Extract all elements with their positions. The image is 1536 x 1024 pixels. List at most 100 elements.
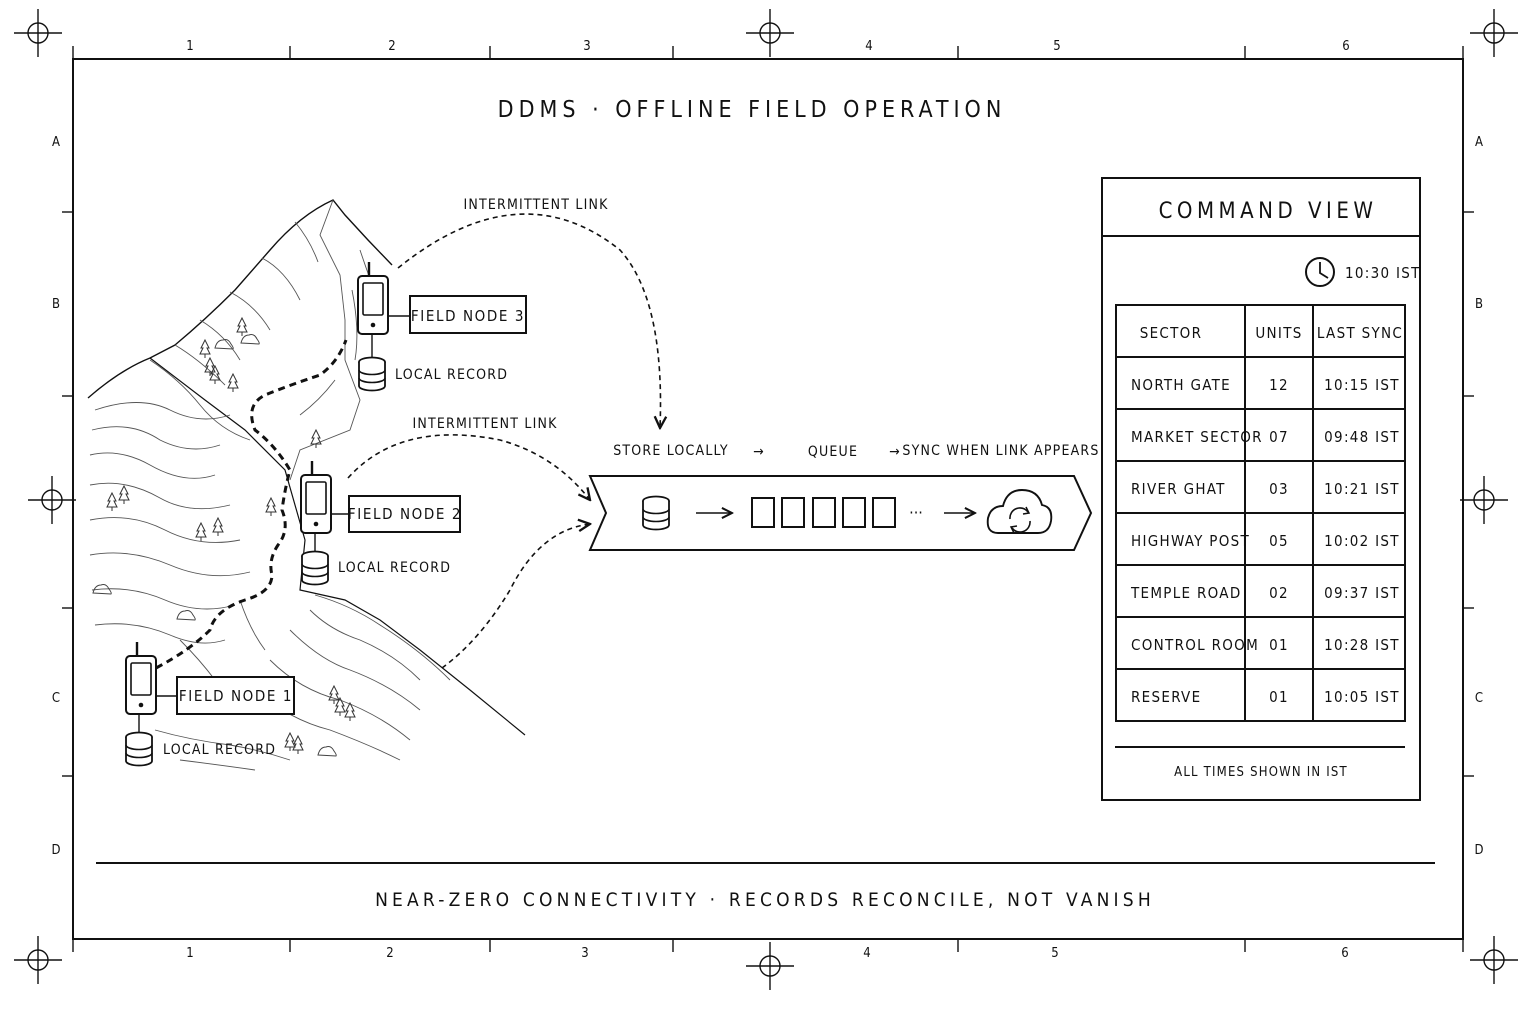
field-node-1: FIELD NODE 1 LOCAL RECORD bbox=[124, 640, 295, 767]
tree-icon bbox=[236, 317, 248, 337]
trail-path bbox=[155, 339, 348, 670]
field-node-2: FIELD NODE 2 LOCAL RECORD bbox=[299, 459, 461, 586]
grid-row-left-a: A bbox=[52, 135, 60, 150]
database-icon bbox=[358, 356, 386, 392]
intermittent-link-arrow-bottom bbox=[441, 524, 590, 669]
field-node-3-record: LOCAL RECORD bbox=[395, 367, 508, 383]
grid-row-right-c: C bbox=[1475, 691, 1483, 706]
command-view-note: ALL TIMES SHOWN IN IST bbox=[1174, 765, 1348, 780]
intermittent-link-label-top: INTERMITTENT LINK bbox=[463, 197, 608, 213]
step-arrow: → bbox=[889, 444, 901, 460]
queue-slot bbox=[812, 497, 836, 528]
cell-sector: TEMPLE ROAD bbox=[1130, 584, 1242, 602]
cell-last-sync: 10:02 IST bbox=[1324, 532, 1400, 550]
grid-col-bottom-3: 3 bbox=[581, 946, 588, 961]
phone-icon bbox=[299, 459, 333, 535]
tree-icon bbox=[265, 497, 277, 517]
field-node-2-record: LOCAL RECORD bbox=[338, 560, 451, 576]
queue-slot bbox=[872, 497, 896, 528]
grid-row-labels: A B C D A B C D bbox=[51, 135, 1483, 858]
registration-mark-icon bbox=[745, 941, 795, 991]
queue-slot bbox=[751, 497, 775, 528]
rock-icon bbox=[240, 334, 260, 345]
field-node-1-record: LOCAL RECORD bbox=[163, 742, 276, 758]
top-ticks bbox=[62, 46, 1474, 952]
registration-mark-icon bbox=[13, 935, 63, 985]
step-queue: QUEUE bbox=[808, 444, 858, 460]
tree-icon bbox=[204, 357, 216, 377]
cell-units: 12 bbox=[1269, 376, 1289, 394]
cell-last-sync: 10:05 IST bbox=[1324, 688, 1400, 706]
grid-row-left-c: C bbox=[52, 691, 60, 706]
rock-icon bbox=[214, 339, 234, 350]
queue-ellipsis: ··· bbox=[909, 503, 923, 522]
tree-icon bbox=[334, 697, 346, 717]
tree-icon bbox=[227, 373, 239, 393]
command-view-frame bbox=[1101, 177, 1421, 801]
cloud-sync-icon bbox=[986, 489, 1053, 534]
diagram-title: DDMS · OFFLINE FIELD OPERATION bbox=[498, 97, 1007, 123]
cell-units: 01 bbox=[1269, 636, 1289, 654]
table-row: RIVER GHAT 03 10:21 IST bbox=[1131, 480, 1399, 498]
queue-slot bbox=[842, 497, 866, 528]
rock-icon bbox=[317, 746, 337, 757]
grid-row-right-a: A bbox=[1475, 135, 1483, 150]
grid-row-left-b: B bbox=[52, 297, 60, 312]
tree-icon bbox=[199, 339, 211, 359]
tree-icon bbox=[328, 685, 340, 705]
database-icon bbox=[301, 550, 329, 586]
cell-units: 02 bbox=[1269, 584, 1289, 602]
tree-icon bbox=[195, 522, 207, 542]
cell-units: 05 bbox=[1269, 532, 1289, 550]
intermittent-link-label-middle: INTERMITTENT LINK bbox=[412, 416, 557, 432]
registration-mark-icon bbox=[27, 475, 77, 525]
cell-sector: RESERVE bbox=[1131, 688, 1201, 706]
intermittent-link-arrow-top bbox=[397, 213, 661, 428]
grid-row-left-d: D bbox=[51, 843, 60, 858]
table-row: TEMPLE ROAD 02 09:37 IST bbox=[1130, 584, 1399, 602]
command-view-time: 10:30 IST bbox=[1345, 264, 1421, 282]
sync-pipeline: STORE LOCALLY → QUEUE → SYNC WHEN LINK A… bbox=[588, 443, 1099, 551]
table-row: MARKET SECTOR 07 09:48 IST bbox=[1131, 428, 1399, 446]
cell-sector: MARKET SECTOR bbox=[1131, 428, 1263, 446]
database-icon bbox=[125, 731, 153, 767]
table-row: HIGHWAY POST 05 10:02 IST bbox=[1131, 532, 1400, 550]
tree-icon bbox=[212, 517, 224, 537]
grid-row-right-b: B bbox=[1475, 297, 1483, 312]
grid-col-top-6: 6 bbox=[1342, 39, 1349, 54]
grid-col-top-2: 2 bbox=[388, 39, 395, 54]
cell-sector: CONTROL ROOM bbox=[1131, 636, 1259, 654]
grid-col-bottom-4: 4 bbox=[863, 946, 870, 961]
field-node-3: FIELD NODE 3 LOCAL RECORD bbox=[356, 260, 527, 392]
grid-col-bottom-2: 2 bbox=[386, 946, 393, 961]
grid-col-top-3: 3 bbox=[583, 39, 590, 54]
table-row: CONTROL ROOM 01 10:28 IST bbox=[1131, 636, 1400, 654]
command-view-panel: COMMAND VIEW 10:30 IST SECTOR UNITS LAST… bbox=[1101, 177, 1421, 801]
cell-last-sync: 10:28 IST bbox=[1324, 636, 1400, 654]
grid-col-top-5: 5 bbox=[1053, 39, 1060, 54]
cell-sector: RIVER GHAT bbox=[1131, 480, 1226, 498]
step-store-locally: STORE LOCALLY bbox=[613, 443, 729, 459]
intermittent-link-arrow-middle bbox=[347, 434, 590, 500]
clock-icon bbox=[1305, 257, 1335, 287]
rock-icon bbox=[176, 610, 196, 621]
cell-units: 07 bbox=[1269, 428, 1289, 446]
step-arrow: → bbox=[753, 444, 765, 460]
field-node-3-label: FIELD NODE 3 bbox=[411, 307, 525, 325]
grid-col-bottom-1: 1 bbox=[186, 946, 193, 961]
grid-column-labels: 1 2 3 4 5 6 1 2 3 4 5 6 bbox=[186, 39, 1349, 961]
cell-units: 01 bbox=[1269, 688, 1289, 706]
table-row: NORTH GATE 12 10:15 IST bbox=[1131, 376, 1399, 394]
step-sync-when-link-appears: SYNC WHEN LINK APPEARS bbox=[902, 443, 1099, 459]
database-icon bbox=[642, 495, 670, 531]
footer-caption: NEAR-ZERO CONNECTIVITY · RECORDS RECONCI… bbox=[375, 889, 1155, 911]
command-view-title: COMMAND VIEW bbox=[1159, 199, 1378, 224]
grid-row-right-d: D bbox=[1474, 843, 1483, 858]
cell-sector: HIGHWAY POST bbox=[1131, 532, 1250, 550]
tree-icon bbox=[118, 485, 130, 505]
registration-mark-icon bbox=[1469, 935, 1519, 985]
registration-mark-icon bbox=[1459, 475, 1509, 525]
phone-icon bbox=[124, 640, 158, 716]
registration-mark-icon bbox=[745, 8, 795, 58]
table-row: RESERVE 01 10:05 IST bbox=[1131, 688, 1400, 706]
